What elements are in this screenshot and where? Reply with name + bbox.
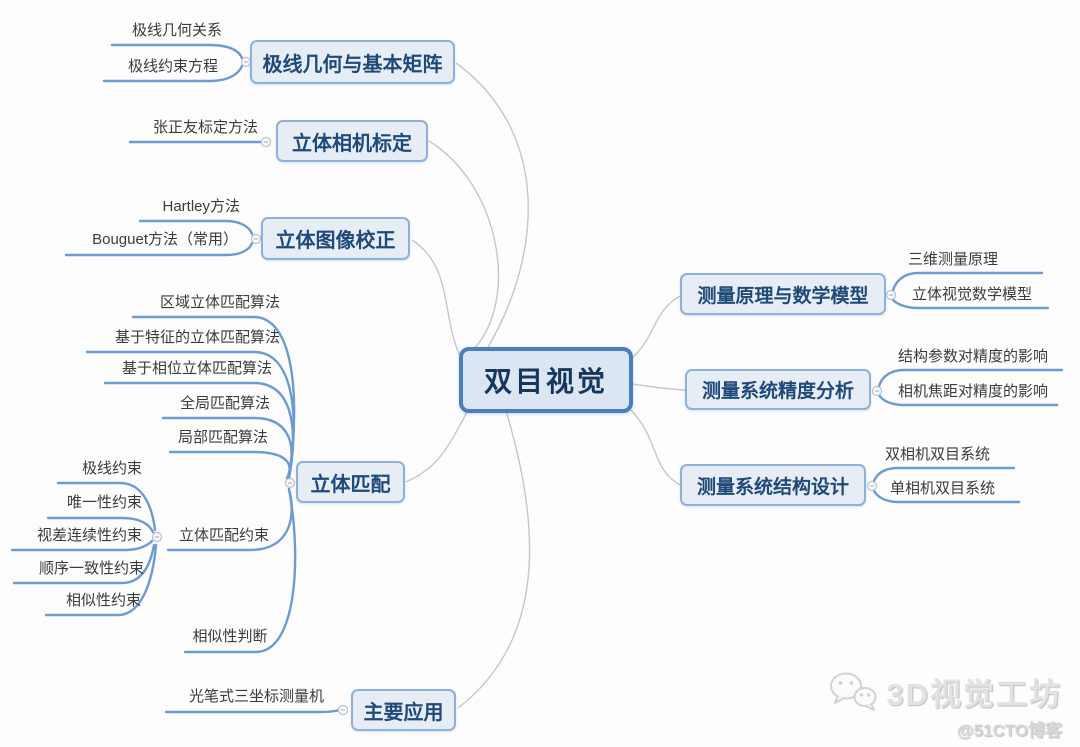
leaf-node[interactable]: 相机焦距对精度的影响 <box>898 383 1049 400</box>
child-link <box>138 219 254 236</box>
child-link <box>46 516 155 534</box>
child-link <box>56 481 157 532</box>
branch-node-image-rectification[interactable]: 立体图像校正 <box>261 217 410 260</box>
child-link <box>891 271 1044 292</box>
leaf-node[interactable]: 相似性判断 <box>192 628 268 645</box>
child-link <box>64 241 254 257</box>
child-link <box>877 393 1059 407</box>
watermark: 3D视觉工坊 @51CTO博客 <box>828 669 1062 741</box>
watermark-credit: @51CTO博客 <box>956 721 1062 740</box>
child-link <box>12 543 156 585</box>
trunk-curve <box>405 409 469 483</box>
trunk-curve <box>629 295 681 361</box>
leaf-node[interactable]: 结构参数对精度的影响 <box>898 348 1049 365</box>
branch-node-accuracy-analysis[interactable]: 测量系统精度分析 <box>685 369 871 410</box>
trunk-curve <box>457 410 531 709</box>
leaf-node[interactable]: 局部匹配算法 <box>177 429 268 446</box>
wechat-icon <box>830 672 877 711</box>
leaf-node[interactable]: 极线约束方程 <box>127 58 218 75</box>
branch-node-applications[interactable]: 主要应用 <box>351 689 456 731</box>
branch-node-camera-calibration[interactable]: 立体相机标定 <box>276 120 428 162</box>
branch-node-structure-design[interactable]: 测量系统结构设计 <box>680 464 866 506</box>
leaf-node[interactable]: 三维测量原理 <box>908 251 999 268</box>
child-link <box>164 708 341 714</box>
branch-node-label: 测量系统结构设计 <box>696 476 849 498</box>
branch-node-label: 立体图像校正 <box>275 230 396 252</box>
child-link <box>872 489 1021 504</box>
root-node[interactable]: 双目视觉 <box>459 347 633 413</box>
child-link <box>877 368 1064 388</box>
leaf-node[interactable]: 极线约束 <box>81 460 142 477</box>
watermark-brand: 3D视觉工坊 <box>886 677 1062 712</box>
root-node-label: 双目视觉 <box>483 366 608 397</box>
leaf-node[interactable]: 区域立体匹配算法 <box>159 294 280 311</box>
child-link <box>10 539 154 552</box>
child-link <box>44 543 158 617</box>
leaf-node[interactable]: 双相机双目系统 <box>885 446 991 463</box>
leaf-node[interactable]: 相似性约束 <box>65 592 141 609</box>
trunk-curve <box>428 140 500 351</box>
leaf-node[interactable]: 视差连续性约束 <box>36 527 142 544</box>
leaf-node[interactable]: Hartley方法 <box>162 198 240 215</box>
leaf-node[interactable]: 立体视觉数学模型 <box>912 286 1033 303</box>
leaf-node[interactable]: 唯一性约束 <box>66 494 142 511</box>
leaf-node[interactable]: 全局匹配算法 <box>179 395 270 412</box>
leaf-node[interactable]: 极线几何关系 <box>131 22 222 39</box>
branch-node-stereo-matching[interactable]: 立体匹配 <box>296 461 405 503</box>
leaf-node[interactable]: 基于相位立体匹配算法 <box>121 360 272 377</box>
trunk-curve <box>631 383 686 391</box>
child-link <box>110 43 244 60</box>
branch-node-label: 测量原理与数学模型 <box>697 285 869 307</box>
leaf-node[interactable]: 顺序一致性约束 <box>38 560 144 577</box>
subbranch-node-matching-constraints[interactable]: 立体匹配约束 <box>178 527 269 544</box>
child-link <box>168 450 291 480</box>
leaf-node[interactable]: Bouguet方法（常用） <box>92 231 238 248</box>
branch-node-label: 立体匹配 <box>310 473 391 496</box>
child-link <box>872 466 1016 483</box>
branch-node-label: 立体相机标定 <box>292 132 412 155</box>
leaf-node[interactable]: 单相机双目系统 <box>890 480 996 497</box>
leaf-node[interactable]: 光笔式三坐标测量机 <box>188 688 324 705</box>
branch-node-label: 主要应用 <box>363 701 444 724</box>
branch-node-label: 测量系统精度分析 <box>701 381 854 402</box>
trunk-curve <box>455 62 529 350</box>
child-link <box>102 64 244 83</box>
leaf-node[interactable]: 基于特征的立体匹配算法 <box>114 329 280 346</box>
trunk-curve <box>411 239 464 363</box>
branch-node-epipolar-geometry[interactable]: 极线几何与基本矩阵 <box>250 40 455 84</box>
trunk-curve <box>627 406 681 486</box>
child-link <box>161 416 293 479</box>
leaf-node[interactable]: 张正友标定方法 <box>152 119 258 136</box>
child-link <box>183 487 297 654</box>
branch-node-measurement-model[interactable]: 测量原理与数学模型 <box>680 273 886 315</box>
branch-node-label: 极线几何与基本矩阵 <box>262 53 443 76</box>
child-link <box>891 298 1050 310</box>
